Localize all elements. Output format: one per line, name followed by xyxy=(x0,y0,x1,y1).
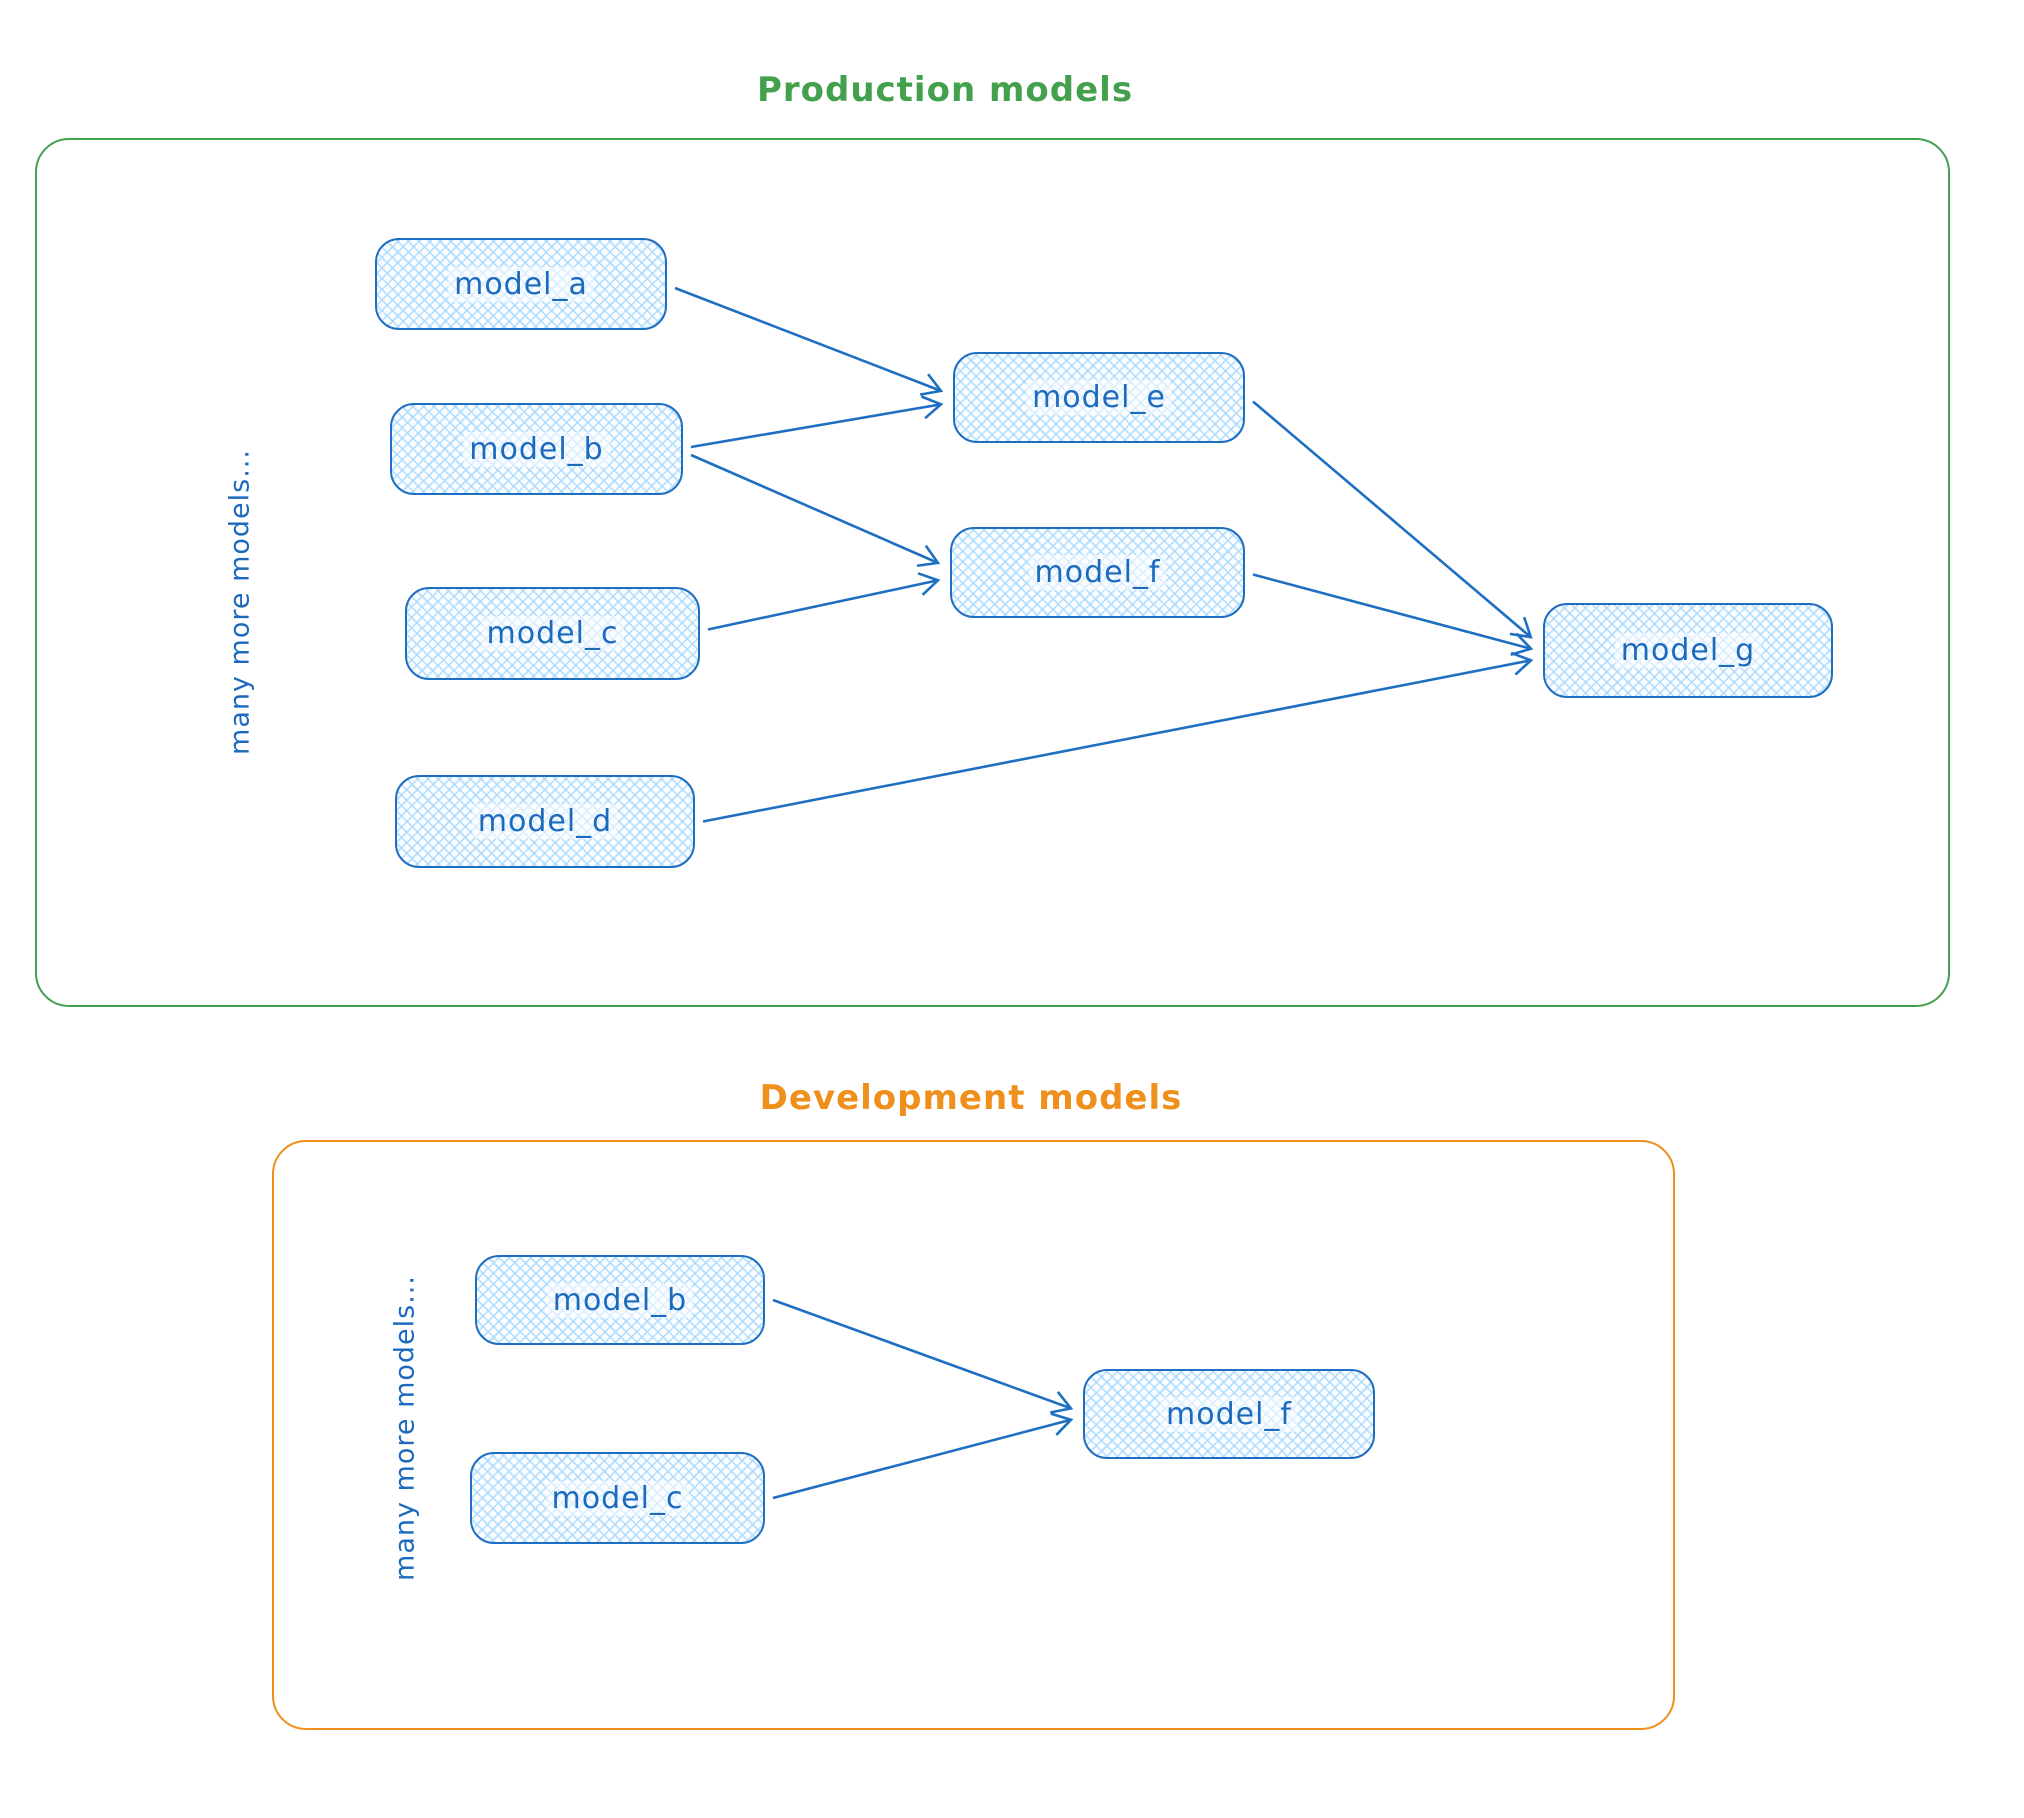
production-side-label: many more models... xyxy=(224,449,256,755)
model-node-label: model_e xyxy=(1026,380,1172,415)
development-model-node-c: model_c xyxy=(470,1452,765,1544)
development-group-frame xyxy=(272,1140,1675,1730)
model-node-label: model_c xyxy=(480,616,625,651)
production-group-frame xyxy=(35,138,1950,1007)
model-node-label: model_c xyxy=(545,1480,690,1516)
production-model-node-c: model_c xyxy=(405,587,700,680)
development-group-title: Development models xyxy=(759,1078,1183,1118)
model-node-label: model_g xyxy=(1614,633,1762,668)
production-model-node-d: model_d xyxy=(395,775,695,868)
model-node-label: model_a xyxy=(448,266,594,302)
development-model-node-b: model_b xyxy=(475,1255,765,1345)
model-node-label: model_b xyxy=(463,431,610,467)
development-side-label: many more models... xyxy=(389,1275,421,1581)
development-model-node-f: model_f xyxy=(1083,1369,1375,1459)
model-node-label: model_f xyxy=(1028,555,1167,590)
model-node-label: model_d xyxy=(471,804,619,839)
production-model-node-f: model_f xyxy=(950,527,1245,618)
production-model-node-e: model_e xyxy=(953,352,1245,443)
production-model-node-g: model_g xyxy=(1543,603,1833,698)
model-node-label: model_b xyxy=(546,1282,694,1318)
production-group-title: Production models xyxy=(756,70,1134,110)
production-model-node-a: model_a xyxy=(375,238,667,330)
model-node-label: model_f xyxy=(1160,1396,1298,1432)
production-model-node-b: model_b xyxy=(390,403,683,495)
